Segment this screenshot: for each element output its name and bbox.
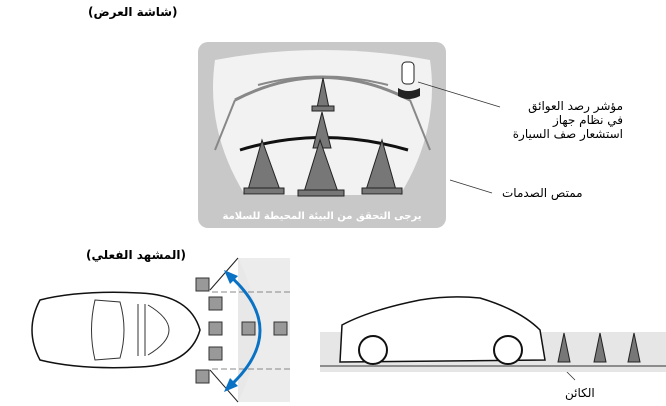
safety-message: يرجى التحقق من البيئة المحيطة للسلامة: [222, 211, 422, 222]
top-view-car: [31, 257, 290, 403]
sweep-arrow: [228, 274, 262, 388]
side-view-car: [320, 296, 666, 372]
label-line: استشعار صف السيارة: [512, 127, 623, 141]
label-line: مؤشر رصد العوائق: [528, 99, 623, 113]
actual-view-title: (المشهد الفعلي): [86, 248, 186, 262]
label-line: في نظام جهاز: [552, 113, 623, 127]
object-label: الكائن: [565, 386, 595, 400]
bumper-label: ممتص الصدمات: [502, 186, 583, 200]
display-screen: [198, 42, 446, 228]
display-screen-title: (شاشة العرض): [88, 5, 178, 19]
obstacle-indicator-label: مؤشر رصد العوائق في نظام جهاز استشعار صف…: [505, 99, 623, 141]
obstacle-indicator-icon: [398, 61, 420, 99]
